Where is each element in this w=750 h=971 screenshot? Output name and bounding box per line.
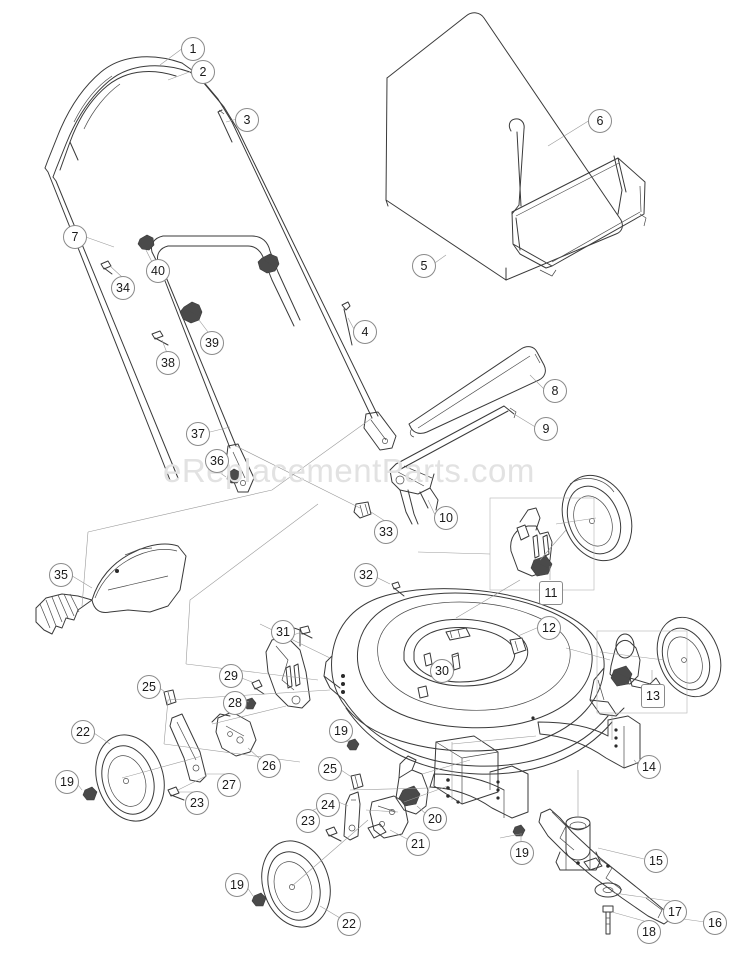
callout-grass-bag[interactable]: 5 (412, 254, 436, 278)
callout-height-lever-front-right[interactable]: 20 (423, 807, 447, 831)
callout-bolt-lower[interactable]: 38 (156, 351, 180, 375)
callout-bolt[interactable]: 29 (219, 664, 243, 688)
callout-blade-washer[interactable]: 17 (663, 900, 687, 924)
callout-blade[interactable]: 16 (703, 911, 727, 935)
callout-bushing[interactable]: 25 (318, 757, 342, 781)
rear-shields (429, 715, 641, 819)
callout-height-link[interactable]: 27 (217, 773, 241, 797)
callout-handle-knob[interactable]: 33 (374, 520, 398, 544)
callout-handle-lower[interactable]: 7 (63, 225, 87, 249)
callout-wheel-bracket-left[interactable]: 26 (257, 754, 281, 778)
rear-door-assembly (389, 346, 546, 525)
handle-assembly (44, 56, 397, 493)
callout-bolt-handle[interactable]: 34 (111, 276, 135, 300)
front-left-wheel-group (82, 625, 313, 822)
callout-height-adjuster-front[interactable]: 31 (271, 620, 295, 644)
handle-hardware (100, 109, 372, 519)
callout-handle-bracket-lower[interactable]: 37 (186, 422, 210, 446)
callout-front-wheel-right[interactable]: 22 (337, 912, 361, 936)
callout-nut-left-wheel[interactable]: 19 (55, 770, 79, 794)
mower-deck (323, 581, 625, 837)
callout-wheel-bracket-right[interactable]: 21 (406, 832, 430, 856)
callout-blade-bolt[interactable]: 18 (637, 920, 661, 944)
callout-height-adjuster-rear-left[interactable]: 11 (539, 581, 563, 605)
callout-screw[interactable]: 23 (296, 809, 320, 833)
callout-cable-tie[interactable]: 3 (235, 108, 259, 132)
callout-knob-upper[interactable]: 40 (146, 259, 170, 283)
callout-mower-deck[interactable]: 12 (537, 616, 561, 640)
rear-wheels (561, 474, 722, 698)
callout-nut-front-wheel[interactable]: 19 (225, 873, 249, 897)
callout-rod-long[interactable]: 4 (353, 320, 377, 344)
callout-deck-center[interactable]: 30 (430, 659, 454, 683)
front-right-wheel-group (251, 755, 429, 928)
callout-height-adjuster-rear-right[interactable]: 13 (641, 684, 665, 708)
callout-bag-handle[interactable]: 6 (588, 109, 612, 133)
callout-knob-small[interactable]: 36 (205, 449, 229, 473)
callout-side-discharge-chute[interactable]: 35 (49, 563, 73, 587)
callout-screw-left[interactable]: 23 (185, 791, 209, 815)
callout-deck-screw[interactable]: 32 (354, 563, 378, 587)
callout-door-bracket[interactable]: 10 (434, 506, 458, 530)
callout-handle-clip[interactable]: 2 (191, 60, 215, 84)
side-discharge-chute (35, 543, 187, 635)
grass-bag (385, 12, 647, 281)
callout-knob-wing[interactable]: 39 (200, 331, 224, 355)
callout-door-rod[interactable]: 9 (534, 417, 558, 441)
callout-bushing-left[interactable]: 25 (137, 675, 161, 699)
callout-link-arm[interactable]: 24 (316, 793, 340, 817)
callout-nut[interactable]: 19 (510, 841, 534, 865)
callout-blade-adapter[interactable]: 15 (644, 849, 668, 873)
detail-boxes (489, 497, 688, 714)
callout-nut-small[interactable]: 28 (223, 691, 247, 715)
callout-rear-door[interactable]: 8 (543, 379, 567, 403)
callout-front-wheel-left[interactable]: 22 (71, 720, 95, 744)
callout-nut-deck[interactable]: 19 (329, 719, 353, 743)
callout-handle-upper[interactable]: 1 (181, 37, 205, 61)
callout-rear-shield[interactable]: 14 (637, 755, 661, 779)
